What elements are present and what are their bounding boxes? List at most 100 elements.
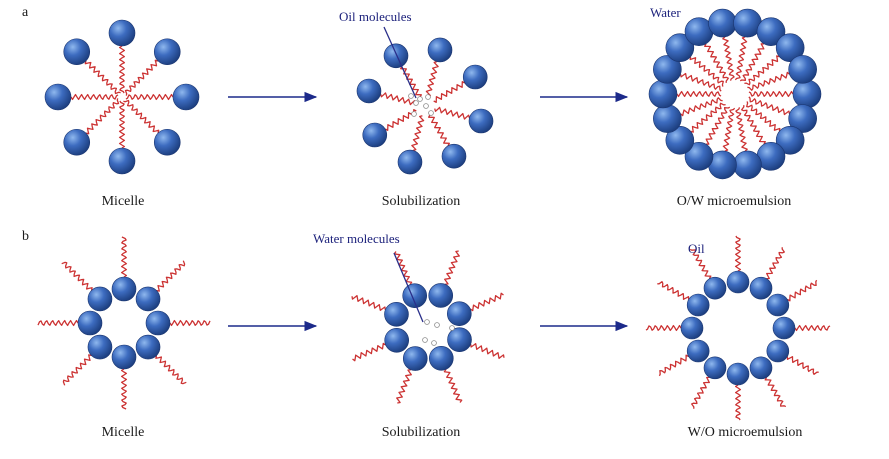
b-wo-tail-4 (691, 376, 710, 409)
a-solub-head-3 (362, 122, 388, 148)
b-wo-head-4 (703, 356, 727, 380)
b-wo-tail-7 (657, 281, 690, 300)
b-micelle-head-3 (87, 334, 113, 360)
row-b-structures (37, 235, 831, 421)
b-wo-head-11 (766, 293, 790, 317)
a-solub-tail-6 (425, 60, 439, 97)
b-solub-head-3 (384, 327, 410, 353)
b-wo-head-3 (726, 362, 750, 386)
a-ow-head-17 (788, 55, 817, 84)
a-ow-tail-6 (705, 106, 731, 145)
b-solub-tail-5 (393, 251, 413, 286)
b-wo-tail-10 (766, 247, 785, 280)
water-molecule-dot-0 (424, 319, 430, 325)
a-micelle-head-0 (172, 83, 200, 111)
a-solub-head-5 (383, 43, 409, 69)
oil-molecule-dot-2 (425, 94, 431, 100)
a-ow-tail-17 (747, 71, 790, 91)
a-ow-tail-13 (722, 36, 735, 81)
b-micelle-head-5 (87, 286, 113, 312)
b-solub-tail-2 (396, 369, 412, 404)
oil-outer-label: Oil (688, 241, 705, 256)
a-micelle-tail-5 (84, 60, 121, 95)
b-solub-tail-6 (444, 250, 460, 285)
b-solub-tail-3 (352, 342, 387, 362)
b-micelle-tail-5 (61, 261, 93, 291)
oil-molecule-dot-0 (408, 93, 414, 99)
a-micelle-tail-2 (118, 100, 126, 149)
b-wo-tail-1 (786, 356, 819, 375)
a-micelle-tail-1 (123, 99, 160, 134)
a-micelle-tail-0 (125, 93, 174, 101)
a-ow-head-6 (684, 142, 714, 171)
b-wo-tail-8 (689, 248, 712, 279)
b-micelle-tail-0 (169, 319, 211, 327)
a-micelle-head-5 (63, 38, 91, 66)
a-ow-head-15 (756, 17, 786, 46)
b-solub-head-1 (428, 345, 454, 371)
caption-a-ow-microemulsion: O/W microemulsion (677, 194, 791, 209)
b-solub-head-6 (428, 283, 454, 308)
b-wo-tail-6 (645, 324, 682, 332)
b-solub-head-0 (447, 327, 472, 353)
b-solub-tail-1 (443, 368, 463, 403)
oil-molecule-dot-3 (413, 100, 419, 106)
a-ow-head-1 (788, 104, 817, 133)
a-micelle-head-7 (153, 38, 181, 66)
b-solub-head-4 (384, 301, 409, 327)
b-wo-head-6 (680, 316, 704, 340)
a-solub-tail-5 (400, 65, 422, 98)
a-solub-tail-2 (411, 115, 425, 152)
a-ow-head-13 (708, 8, 737, 38)
b-wo-head-8 (703, 276, 727, 300)
b-wo-head-1 (766, 339, 790, 363)
panel-b-letter: b (22, 229, 29, 244)
oil-molecule-dot-4 (423, 103, 429, 109)
a-ow-head-4 (733, 150, 762, 180)
a-solub-head-1 (441, 143, 467, 169)
b-micelle-tail-6 (120, 236, 128, 278)
a-ow-tail-14 (734, 36, 748, 81)
b-solub-tail-4 (351, 295, 386, 311)
b-micelle-head-0 (145, 310, 171, 336)
oil-molecules-pointer (383, 26, 417, 99)
a-ow-tail-3 (741, 105, 766, 145)
a-solub-tail-1 (428, 114, 450, 147)
b-micelle-tail-1 (155, 355, 187, 385)
b-micelle-tail-2 (120, 368, 128, 410)
b-wo-head-5 (686, 339, 710, 363)
oil-core-label: Oil (728, 90, 745, 105)
b-wo-tail-9 (734, 235, 742, 272)
b-wo-head-9 (726, 270, 750, 294)
a-micelle-head-4 (44, 83, 72, 111)
a-solub-head-0 (468, 108, 494, 134)
b-micelle-tail-3 (62, 354, 92, 386)
a-micelle-tail-6 (118, 45, 126, 94)
oil-molecule-dot-1 (417, 96, 423, 102)
water-molecules-pointer (393, 252, 424, 323)
b-solub-tail-0 (470, 343, 505, 359)
a-ow-tail-1 (748, 96, 791, 116)
a-ow-tail-0 (748, 90, 794, 98)
b-wo-head-0 (772, 316, 796, 340)
a-ow-tail-9 (676, 90, 722, 98)
water-molecule-dot-3 (422, 337, 428, 343)
b-wo-head-10 (749, 276, 773, 300)
oil-molecules-label: Oil molecules (339, 9, 412, 24)
b-wo-tail-11 (787, 279, 818, 302)
a-ow-head-2 (775, 125, 805, 155)
a-ow-tail-16 (744, 55, 780, 86)
a-solub-tail-7 (433, 81, 466, 103)
a-ow-head-10 (653, 55, 682, 84)
b-wo-tail-2 (764, 377, 787, 408)
water-core-label: Water (723, 321, 754, 336)
b-solub-head-7 (446, 301, 472, 327)
water-molecule-dot-1 (434, 322, 440, 328)
a-micelle-head-6 (108, 19, 136, 47)
a-micelle-head-2 (108, 147, 136, 175)
a-ow-head-16 (775, 33, 805, 63)
a-ow-tail-11 (689, 56, 724, 87)
caption-b-solubilization: Solubilization (382, 425, 461, 440)
a-micelle-tail-7 (124, 59, 159, 96)
